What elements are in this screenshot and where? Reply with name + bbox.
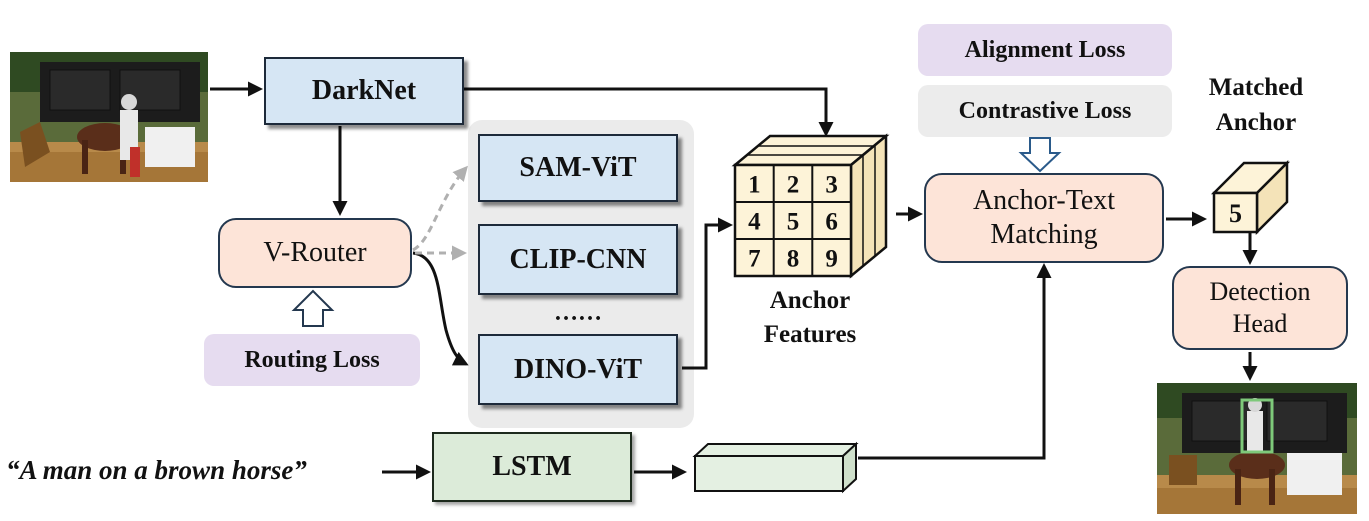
alignment-loss-box: Alignment Loss xyxy=(918,24,1172,76)
sam-vit-box: SAM-ViT xyxy=(478,134,678,202)
v-router-label: V-Router xyxy=(263,237,367,268)
v-router-box: V-Router xyxy=(218,218,412,288)
anchor-cell-5: 5 xyxy=(787,209,800,236)
query-text: “A man on a brown horse” xyxy=(6,450,382,490)
anchor-text-matching-box: Anchor-Text Matching xyxy=(924,173,1164,263)
anchor-cell-8: 8 xyxy=(787,246,800,273)
matched-anchor-label: Matched Anchor xyxy=(1186,70,1326,140)
anchor-features-line1: Anchor xyxy=(769,287,851,314)
lstm-box: LSTM xyxy=(432,432,632,502)
matched-anchor-line1: Matched xyxy=(1208,74,1304,101)
anchor-cell-9: 9 xyxy=(825,246,838,273)
detection-head-line2: Head xyxy=(1232,309,1288,338)
anchor-features-label: Anchor Features xyxy=(740,284,880,352)
anchor-cell-7: 7 xyxy=(748,246,761,273)
routing-loss-box: Routing Loss xyxy=(204,334,420,386)
query-label: “A man on a brown horse” xyxy=(6,454,307,485)
anchor-text-matching-line2: Matching xyxy=(990,219,1098,250)
matched-anchor-line2: Anchor xyxy=(1215,109,1297,136)
ellipsis-label: …… xyxy=(554,299,602,326)
routing-loss-label: Routing Loss xyxy=(244,346,380,373)
dino-vit-box: DINO-ViT xyxy=(478,334,678,405)
anchor-cell-1: 1 xyxy=(748,172,761,199)
contrastive-loss-box: Contrastive Loss xyxy=(918,85,1172,137)
alignment-loss-label: Alignment Loss xyxy=(964,36,1126,63)
lstm-label: LSTM xyxy=(492,451,572,482)
anchor-cell-6: 6 xyxy=(825,209,838,236)
anchor-cell-4: 4 xyxy=(748,209,761,236)
contrastive-loss-label: Contrastive Loss xyxy=(958,97,1132,124)
anchor-cell-3: 3 xyxy=(825,172,838,199)
darknet-box: DarkNet xyxy=(264,57,464,125)
anchor-cell-2: 2 xyxy=(787,172,800,199)
anchor-text-matching-line1: Anchor-Text xyxy=(972,185,1116,216)
dino-vit-label: DINO-ViT xyxy=(513,353,643,385)
clip-cnn-label: CLIP-CNN xyxy=(509,243,647,275)
matched-anchor-index: 5 xyxy=(1229,199,1242,228)
detection-head-box: Detection Head xyxy=(1172,266,1348,350)
darknet-label: DarkNet xyxy=(311,75,417,106)
sam-vit-label: SAM-ViT xyxy=(519,152,637,183)
anchor-features-line2: Features xyxy=(763,321,857,348)
encoder-ellipsis: …… xyxy=(478,298,678,328)
clip-cnn-box: CLIP-CNN xyxy=(478,224,678,295)
detection-head-line1: Detection xyxy=(1209,277,1311,306)
detection-bounding-box xyxy=(1240,398,1274,454)
